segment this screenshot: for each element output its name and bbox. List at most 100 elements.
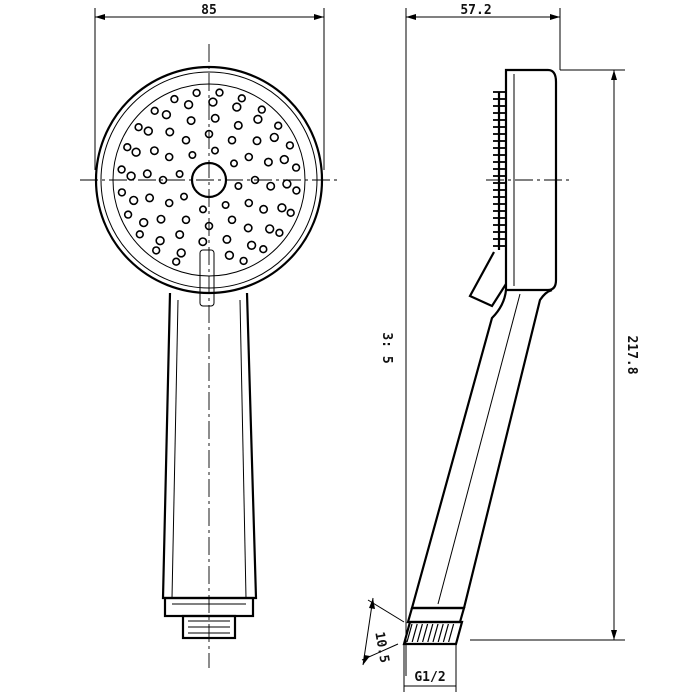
nozzle-hole — [237, 94, 247, 103]
nozzle-hole — [192, 88, 201, 98]
dim-thread-length-label: 10.5 — [371, 631, 391, 664]
nozzle-hole — [275, 228, 284, 238]
nozzle-hole — [286, 208, 295, 218]
nozzle-hole — [145, 193, 155, 203]
nozzle-hole — [259, 204, 269, 214]
nozzle-hole — [239, 256, 248, 266]
nozzle-hole — [208, 97, 218, 107]
nozzle-hole — [253, 114, 263, 125]
nozzle-hole — [164, 152, 174, 162]
nozzle-hole — [131, 147, 141, 157]
dim-side-length-right-label: 217.8 — [624, 335, 639, 374]
nozzle-hole — [263, 157, 273, 167]
nozzle-hole — [172, 257, 181, 266]
nozzle-hole — [227, 135, 237, 145]
nozzle-hole — [230, 159, 239, 168]
thread-line — [437, 623, 444, 643]
nozzle-hole — [117, 188, 127, 197]
nozzle-hole — [292, 186, 301, 195]
thread-line — [422, 623, 429, 643]
nozzle-hole — [181, 135, 191, 145]
nozzle-hole — [277, 203, 287, 213]
dim-thread-size: G1/2 — [403, 644, 457, 692]
nozzle-hole — [123, 210, 133, 219]
nozzle-hole — [285, 141, 295, 150]
nozzle-hole — [175, 230, 185, 240]
side-view: 57.2 3: 5 217.8 — [361, 3, 639, 692]
nozzle-hole — [155, 236, 165, 246]
nozzle-hole — [183, 99, 194, 110]
nozzle-hole — [139, 217, 149, 228]
nozzle-hole — [117, 165, 126, 174]
dim-side-length: 217.8 — [470, 69, 639, 641]
nozzle-hole — [232, 102, 242, 112]
nozzle-hole — [259, 245, 268, 254]
nozzle-hole — [161, 109, 172, 120]
nozzle-hole — [152, 246, 161, 255]
nozzle-hole — [186, 116, 196, 126]
side-lever — [468, 251, 507, 308]
nozzle-hole — [224, 250, 235, 261]
thread-line — [442, 623, 449, 643]
nozzle-hole — [282, 179, 292, 189]
nozzle-hole — [269, 132, 279, 143]
dim-front-width: 85 — [94, 3, 325, 170]
nozzle-hole — [198, 237, 208, 247]
nozzle-hole — [134, 122, 143, 132]
dim-thread-size-label: G1/2 — [414, 670, 445, 685]
thread-line — [432, 623, 439, 643]
nozzle-hole — [227, 215, 237, 225]
dim-thread-length: 10.5 — [361, 597, 405, 666]
nozzle-hole — [170, 94, 179, 104]
thread-line — [416, 623, 423, 643]
nozzle-hole — [149, 146, 159, 156]
nozzle-hole — [244, 198, 254, 208]
nozzle-hole — [199, 205, 208, 214]
nozzle-hole — [291, 163, 301, 172]
nozzle-hole — [274, 121, 283, 130]
nozzle-hole — [150, 106, 159, 116]
thread-line — [406, 623, 413, 643]
nozzle-hole — [126, 171, 136, 181]
nozzle-hole — [129, 195, 139, 206]
nozzle-hole — [257, 105, 266, 114]
nozzle-hole — [222, 234, 232, 244]
nozzle-hole — [176, 248, 186, 258]
nozzle-hole — [234, 182, 243, 191]
front-view: 85 — [80, 3, 340, 668]
nozzle-hole — [165, 127, 175, 137]
nozzle-hole — [265, 224, 275, 234]
nozzle-hole — [221, 201, 230, 210]
dim-side-width: 57.2 — [405, 3, 561, 676]
nozzle-hole — [156, 214, 166, 224]
side-handle-outline — [410, 288, 553, 610]
nozzle-hole — [123, 143, 132, 152]
thread-line — [427, 623, 434, 643]
nozzle-hole — [211, 146, 220, 155]
nozzle-hole — [175, 170, 184, 179]
nozzle-hole — [164, 198, 174, 208]
nozzle-hole — [279, 154, 289, 165]
nozzle-hole — [252, 136, 262, 146]
nozzle-hole — [135, 230, 145, 239]
nozzle-hole — [143, 126, 154, 136]
nozzle-hole — [243, 223, 253, 233]
nozzle-hole — [244, 152, 254, 162]
nozzle-hole — [210, 113, 220, 123]
dim-side-width-label: 57.2 — [460, 3, 491, 18]
dim-front-width-label: 85 — [201, 3, 217, 18]
nozzle-hole — [233, 120, 243, 130]
thread-line — [411, 623, 418, 643]
side-connector — [402, 606, 466, 646]
dim-side-length-left-label: 3: 5 — [379, 332, 394, 363]
nozzle-hole — [188, 151, 197, 160]
nozzle-hole — [246, 240, 257, 251]
nozzle-hole — [181, 215, 191, 225]
nozzle-hole — [266, 181, 276, 191]
nozzle-hole — [180, 192, 189, 201]
spray-lever — [199, 249, 215, 307]
nozzle-hole — [215, 88, 224, 97]
thread-line — [448, 623, 455, 643]
nozzle-hole — [142, 169, 152, 179]
